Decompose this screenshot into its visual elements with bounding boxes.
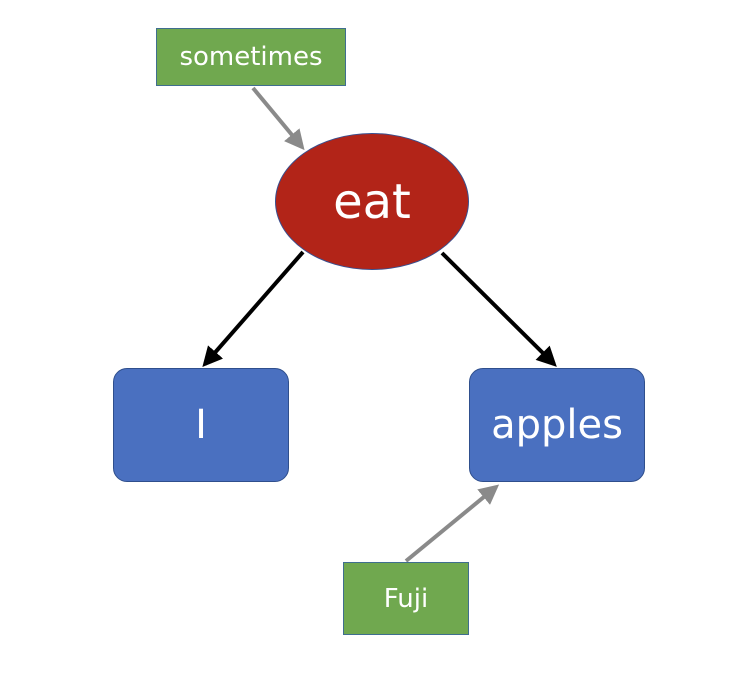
node-apples-label: apples: [491, 402, 623, 448]
node-sometimes: sometimes: [156, 28, 346, 86]
edge-eat-to-i: [202, 250, 305, 368]
edge-sometimes-to-eat: [251, 86, 305, 151]
edge-eat-to-apples: [440, 251, 557, 367]
node-fuji-label: Fuji: [383, 583, 429, 614]
node-apples: apples: [469, 368, 645, 482]
node-fuji: Fuji: [343, 562, 469, 635]
node-i-label: I: [195, 402, 207, 448]
edge-fuji-to-apples: [404, 484, 500, 563]
node-eat: eat: [275, 133, 469, 270]
node-eat-label: eat: [333, 173, 411, 230]
node-i: I: [113, 368, 289, 482]
node-sometimes-label: sometimes: [179, 42, 323, 72]
